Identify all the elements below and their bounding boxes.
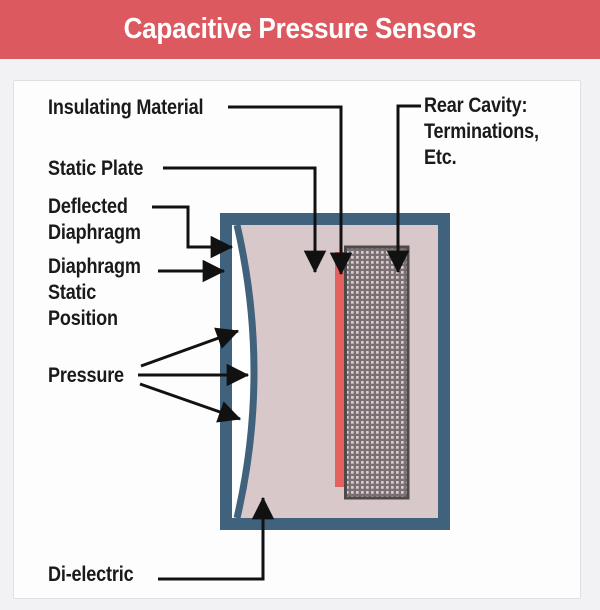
label-pressure: Pressure xyxy=(48,364,124,387)
label-deflected-diaphragm: Deflected Diaphragm xyxy=(48,195,141,244)
label-diaphragm-static-position: Diaphragm Static Position xyxy=(48,255,141,330)
label-static-plate: Static Plate xyxy=(48,157,144,180)
label-rear-cavity: Rear Cavity: Terminations, Etc. xyxy=(424,94,539,169)
label-dielectric: Di-electric xyxy=(48,563,134,586)
label-insulating-material: Insulating Material xyxy=(48,96,204,119)
page-title: Capacitive Pressure Sensors xyxy=(123,13,477,45)
header-banner: Capacitive Pressure Sensors xyxy=(0,0,600,59)
